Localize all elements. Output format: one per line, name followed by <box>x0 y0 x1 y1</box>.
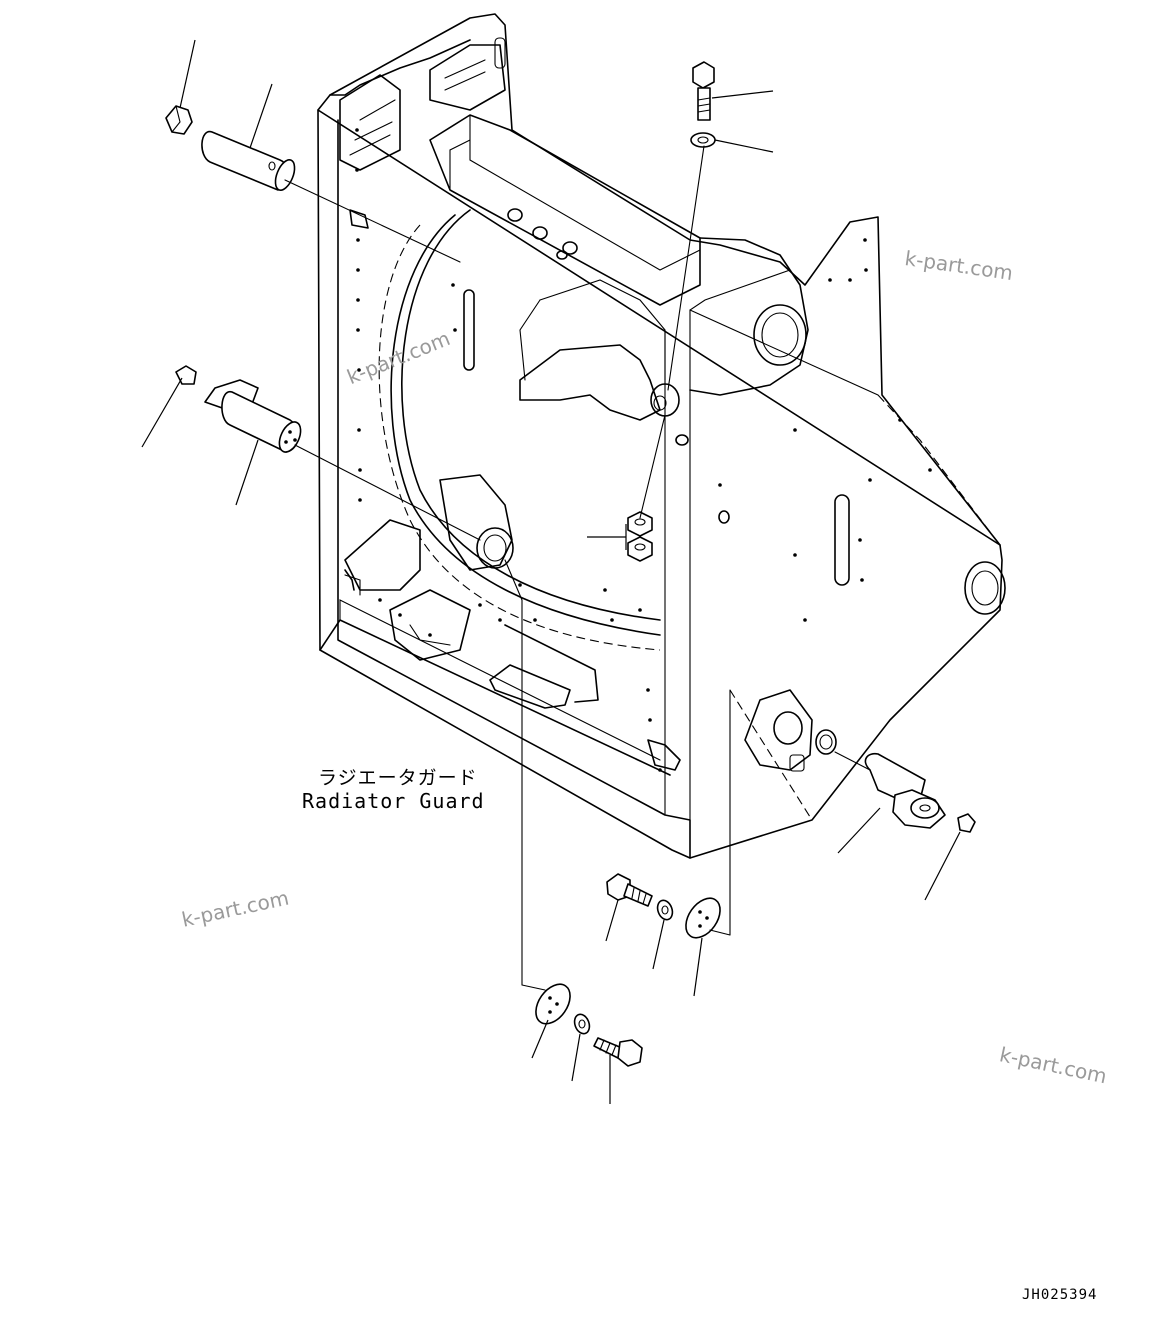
washer-part-middle <box>656 899 674 921</box>
washer-part-lower <box>573 1013 591 1035</box>
bolt-part-lower <box>593 1037 643 1067</box>
flanged-pin-left <box>204 379 302 453</box>
leader-lines <box>141 39 961 1104</box>
nut-part-lower <box>627 536 653 562</box>
bolt-part-top <box>692 61 715 121</box>
assembly-label-japanese: ラジエータガード <box>318 767 478 789</box>
assembly-label-english: Radiator Guard <box>302 789 485 813</box>
radiator-guard-frame <box>317 13 1006 859</box>
drawing-code: JH025394 <box>1022 1287 1098 1303</box>
plug-part-left <box>175 365 197 385</box>
nut-part-upper <box>627 511 653 537</box>
plug-part-top-left <box>165 105 193 135</box>
plug-part-right <box>957 813 976 833</box>
plate-part-lower <box>535 983 571 1025</box>
plate-part-middle <box>685 897 721 939</box>
pin-part-top-left <box>201 131 296 191</box>
bolt-part-middle <box>606 873 653 907</box>
washer-part-top <box>690 132 716 148</box>
flanged-pin-right <box>864 752 946 829</box>
